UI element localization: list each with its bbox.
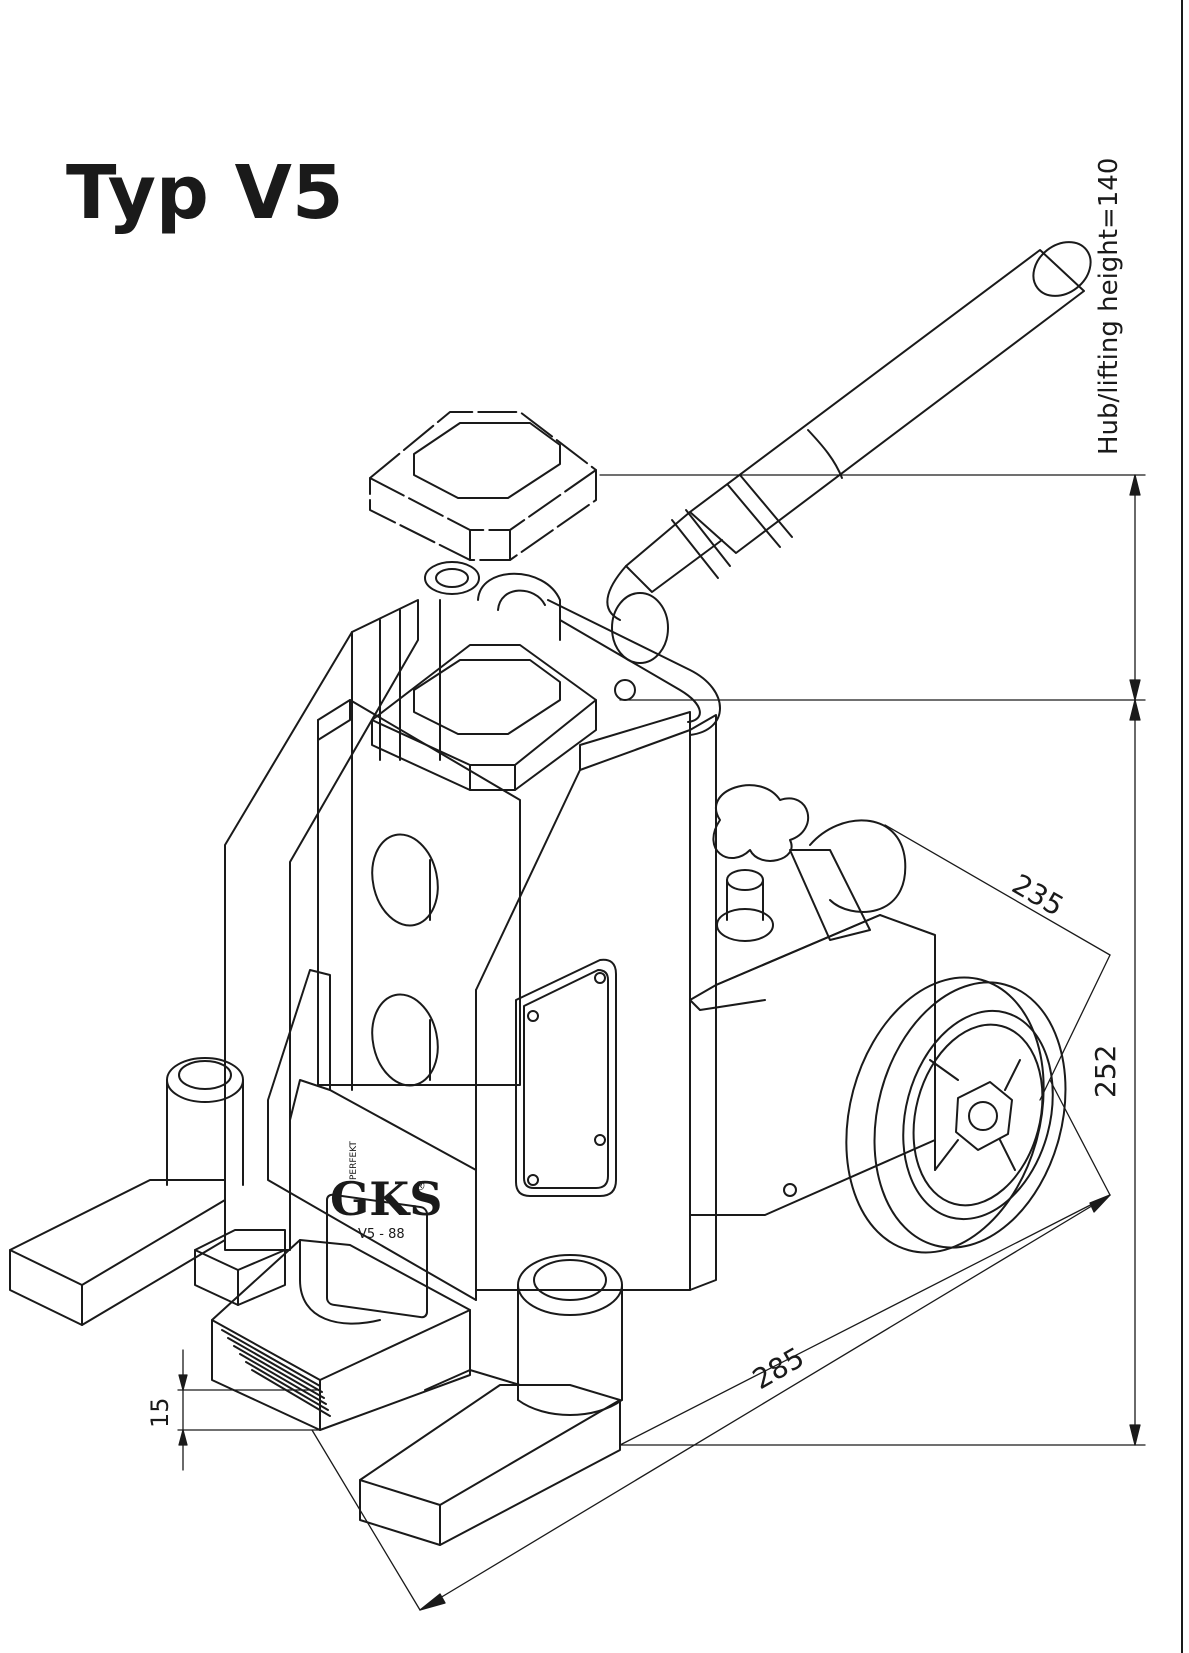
lever-handle	[606, 241, 1092, 621]
logo-sub: PERFEKT	[349, 1141, 359, 1180]
wheel	[845, 976, 1067, 1254]
dimension-width: 235	[1007, 867, 1070, 922]
saddle-raised	[369, 411, 597, 561]
left-foot	[9, 1057, 286, 1326]
toe-lift	[211, 1239, 471, 1431]
logo-registered: ®	[414, 1179, 426, 1193]
right-foot	[359, 1254, 623, 1546]
logo-model: V5 - 88	[358, 1227, 405, 1242]
dimension-toe-height: 15	[146, 1397, 174, 1428]
jack-body	[224, 599, 717, 1301]
ring-top	[424, 561, 480, 595]
dimension-lines	[177, 474, 1146, 1611]
carry-handle	[477, 572, 721, 736]
ring-top-inner	[435, 568, 469, 588]
logo-brand: GKS	[330, 1172, 442, 1226]
drawing-title: Typ V5	[66, 150, 343, 236]
dimension-length: 285	[747, 1341, 810, 1396]
dimension-height: 252	[1089, 1045, 1122, 1098]
dimension-lifting-height: Hub/lifting height=140	[1094, 158, 1124, 455]
pump-box	[689, 784, 936, 1216]
gks-logo: GKS PERFEKT V5 - 88 ®	[326, 1141, 442, 1319]
